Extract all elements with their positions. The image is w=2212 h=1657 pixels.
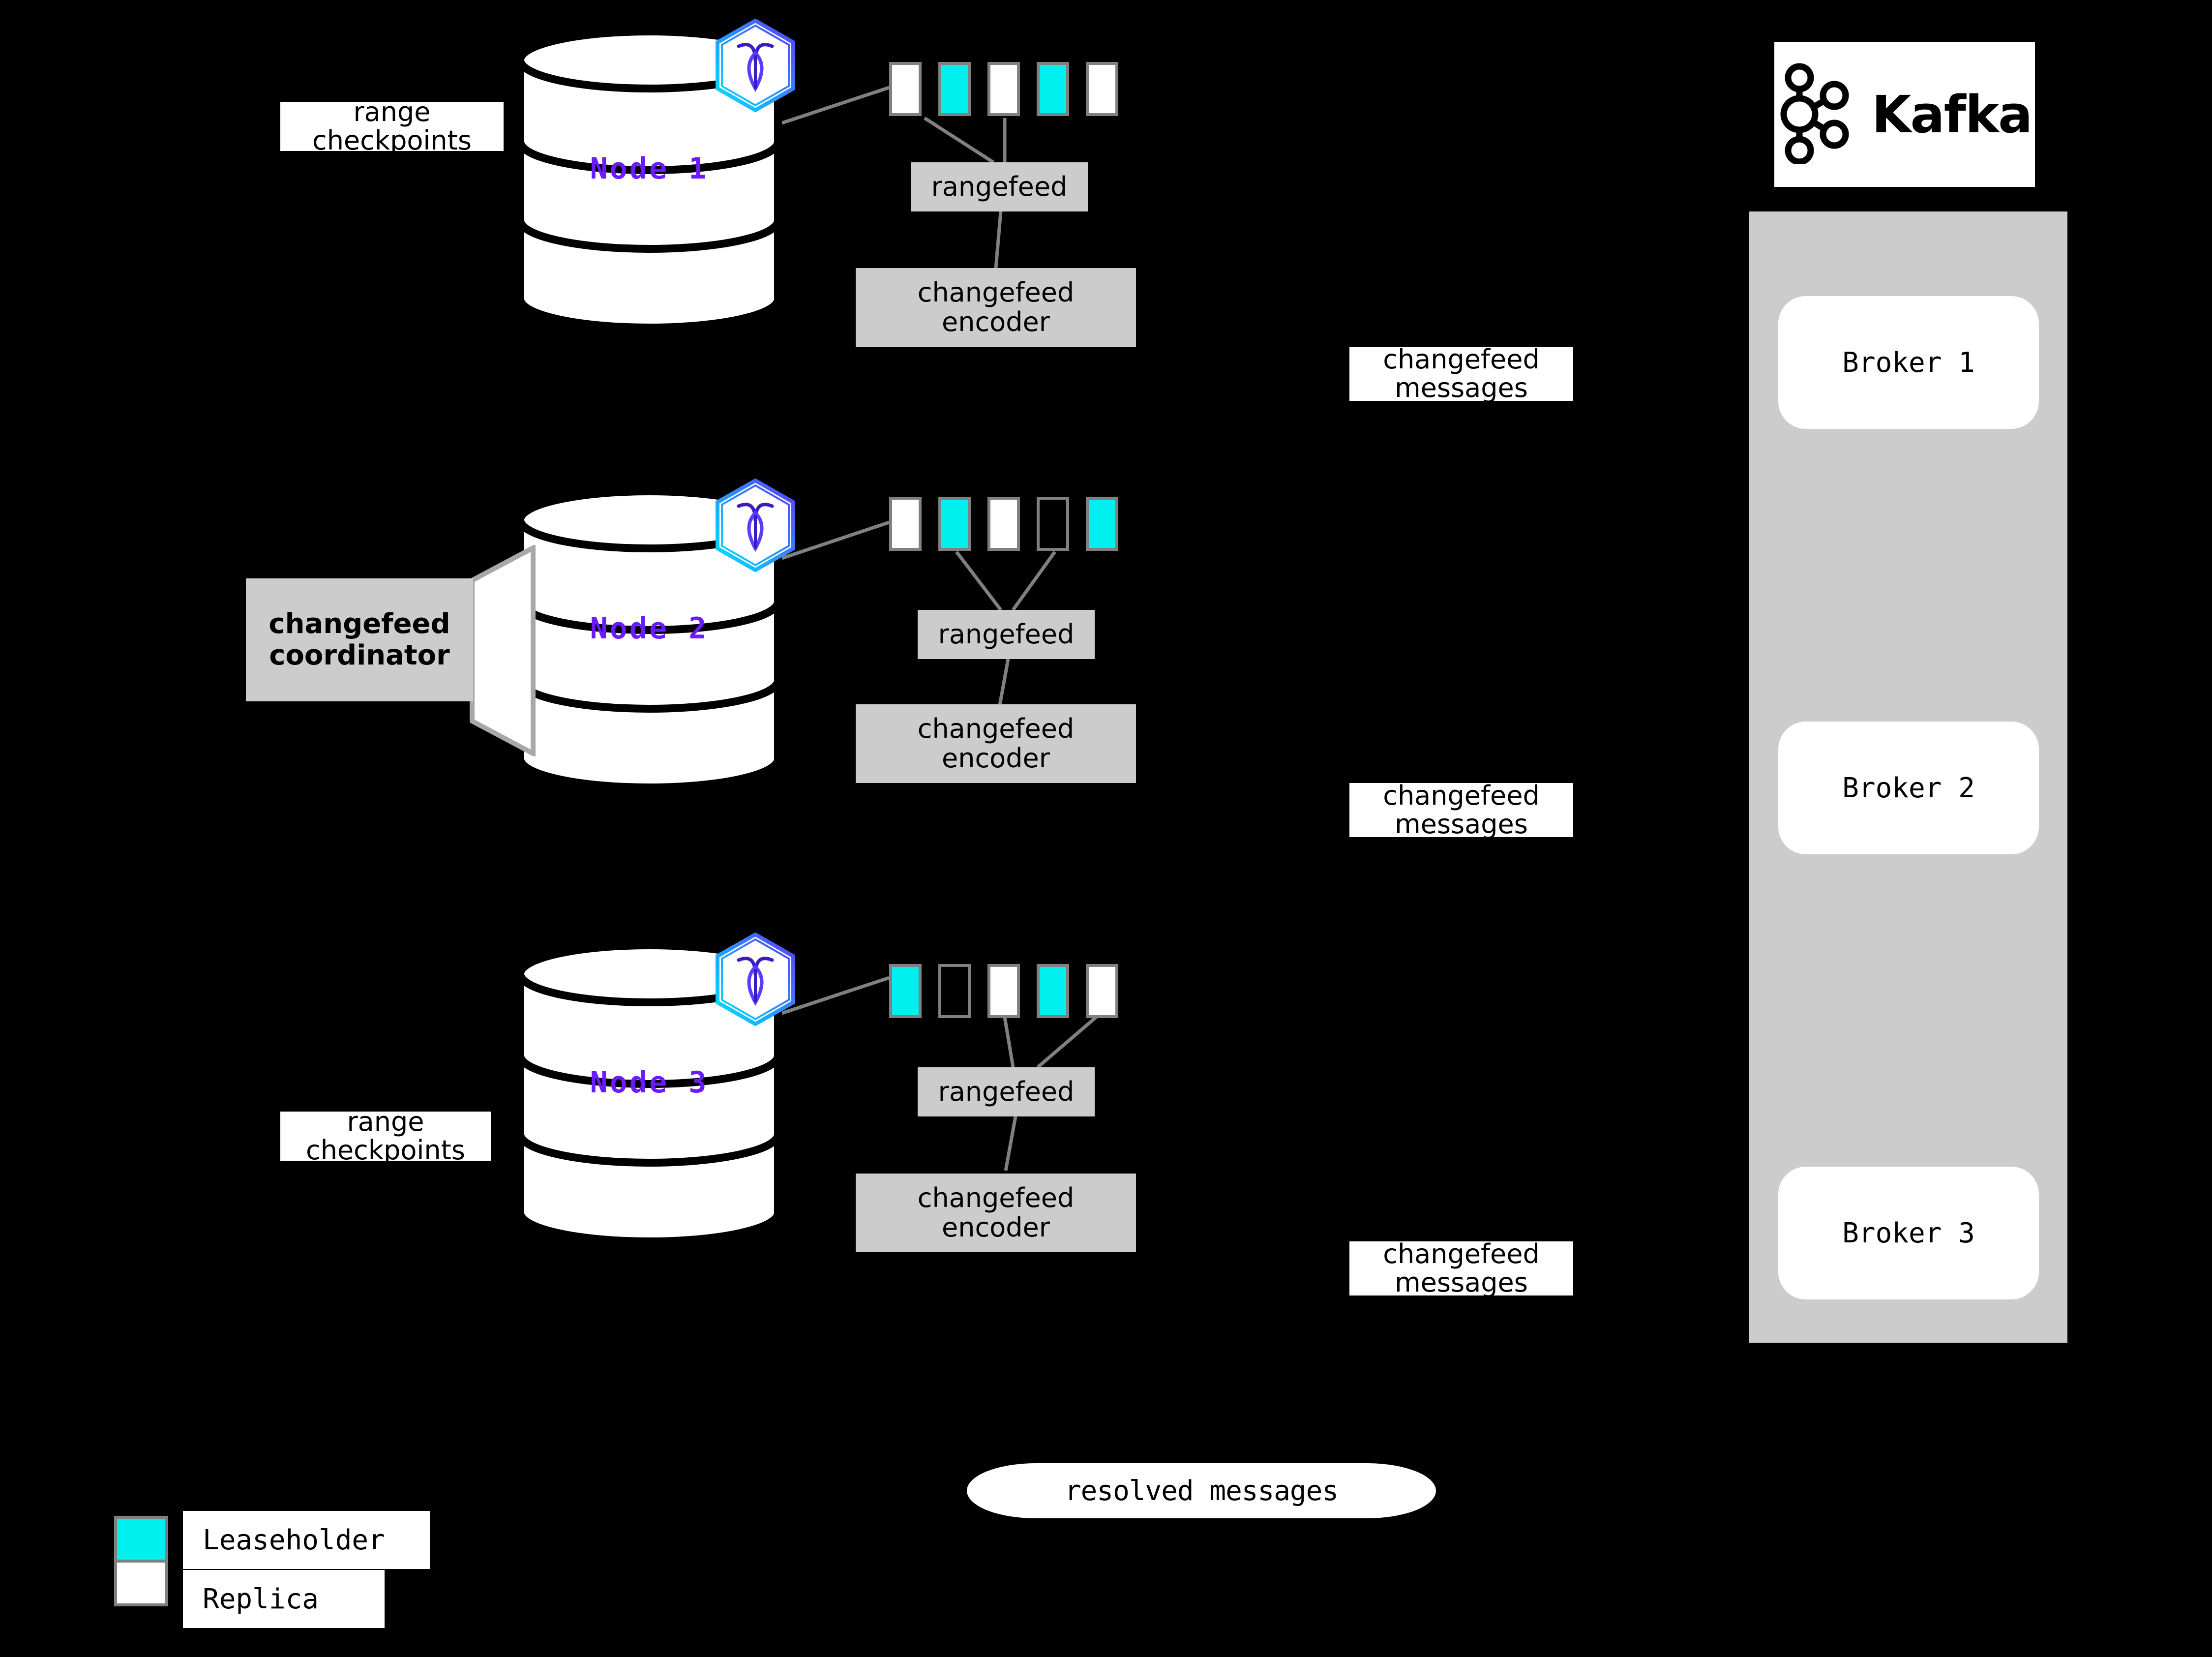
range-node1-4[interactable]: [1037, 62, 1069, 116]
range-node2-4[interactable]: [1037, 497, 1069, 551]
kafka-node-graph-icon: [1778, 63, 1859, 166]
broker-box-1[interactable]: Broker 1: [1778, 296, 2039, 429]
changefeed-messages-line1: changefeed: [1383, 1238, 1540, 1269]
range-node3-5[interactable]: [1086, 964, 1118, 1018]
rangefeed-box-node1[interactable]: rangefeed: [911, 162, 1088, 211]
encoder-line1: changefeed: [917, 276, 1075, 308]
changefeed-messages-line2: messages: [1395, 372, 1528, 403]
legend-swatch-replica: [114, 1560, 168, 1606]
range-node1-2[interactable]: [938, 62, 971, 116]
encoder-line2: encoder: [942, 1212, 1050, 1243]
legend-label-leaseholder: Leaseholder: [183, 1511, 430, 1569]
broker-arrow-notch: [2068, 344, 2095, 369]
node-cylinder-node1: Node 1: [516, 30, 782, 330]
node-label-node3: Node 3: [590, 1065, 709, 1100]
range-checkpoints-label-node1: range checkpoints: [280, 97, 504, 155]
range-node2-5[interactable]: [1086, 497, 1118, 551]
range-node3-3[interactable]: [987, 964, 1020, 1018]
legend-swatch-leaseholder: [114, 1516, 168, 1563]
changefeed-messages-line2: messages: [1395, 1267, 1528, 1298]
changefeed-messages-line2: messages: [1395, 809, 1528, 840]
range-node3-2[interactable]: [938, 964, 971, 1018]
rangefeed-box-node2[interactable]: rangefeed: [918, 610, 1095, 659]
changefeed-encoder-box-node1[interactable]: changefeed encoder: [856, 268, 1136, 347]
node-cylinder-node3: Node 3: [516, 943, 782, 1243]
changefeed-messages-label-2: changefeed messages: [1349, 780, 1573, 840]
changefeed-encoder-box-node2[interactable]: changefeed encoder: [856, 704, 1136, 783]
range-node1-5[interactable]: [1086, 62, 1118, 116]
range-node3-1[interactable]: [889, 964, 922, 1018]
resolved-messages-pill: resolved messages: [967, 1463, 1436, 1518]
coordinator-line1: changefeed: [269, 607, 450, 640]
changefeed-messages-line1: changefeed: [1383, 780, 1540, 811]
rangefeed-box-node3[interactable]: rangefeed: [918, 1067, 1095, 1116]
kafka-broker-panel: Broker 1 Broker 2 Broker 3: [1749, 211, 2067, 1343]
cockroachdb-hex-icon: [713, 18, 798, 113]
range-node2-1[interactable]: [889, 497, 922, 551]
coordinator-line2: coordinator: [269, 639, 450, 671]
range-node1-3[interactable]: [987, 62, 1020, 116]
broker-box-2[interactable]: Broker 2: [1778, 722, 2039, 854]
node-label-node1: Node 1: [590, 151, 709, 186]
changefeed-messages-line1: changefeed: [1383, 343, 1540, 375]
range-checkpoints-label-node3: range checkpoints: [280, 1107, 491, 1165]
changefeed-messages-label-3: changefeed messages: [1349, 1238, 1573, 1298]
range-node2-3[interactable]: [987, 497, 1020, 551]
encoder-line2: encoder: [942, 743, 1050, 774]
changefeed-encoder-box-node3[interactable]: changefeed encoder: [856, 1174, 1136, 1252]
range-checkpoints-line2: checkpoints: [312, 125, 472, 156]
changefeed-coordinator-box[interactable]: changefeed coordinator: [246, 578, 473, 701]
range-node1-1[interactable]: [889, 62, 922, 116]
range-checkpoints-line1: range: [353, 96, 431, 127]
encoder-line2: encoder: [942, 306, 1050, 337]
cockroachdb-hex-icon: [713, 478, 798, 572]
cockroachdb-hex-icon: [713, 932, 798, 1026]
range-node3-4[interactable]: [1037, 964, 1069, 1018]
kafka-wordmark: Kafka: [1871, 84, 2033, 145]
changefeed-messages-label-1: changefeed messages: [1349, 343, 1573, 403]
kafka-logo-card: Kafka: [1774, 42, 2035, 187]
range-checkpoints-line2: checkpoints: [306, 1135, 465, 1166]
broker-box-3[interactable]: Broker 3: [1778, 1167, 2039, 1299]
range-checkpoints-line1: range: [347, 1106, 424, 1137]
node-label-node2: Node 2: [590, 611, 709, 646]
encoder-line1: changefeed: [917, 713, 1075, 744]
legend-label-replica: Replica: [183, 1570, 385, 1628]
node-cylinder-node2: Node 2: [516, 489, 782, 789]
range-node2-2[interactable]: [938, 497, 971, 551]
coordinator-wedge: [468, 543, 537, 758]
encoder-line1: changefeed: [917, 1182, 1075, 1213]
